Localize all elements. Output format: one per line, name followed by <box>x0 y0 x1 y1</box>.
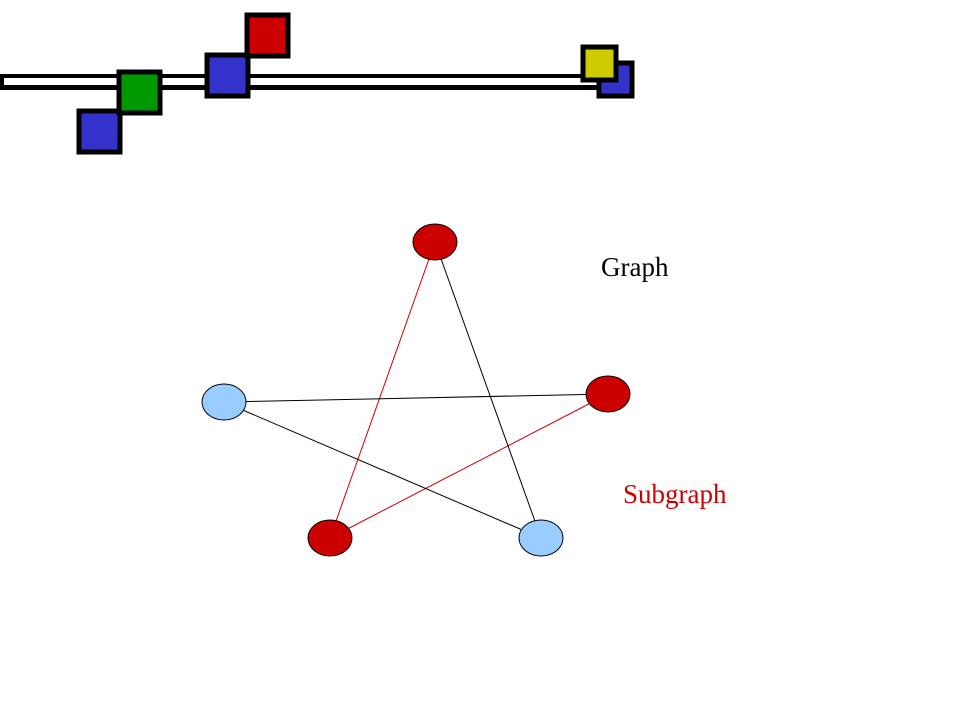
edge-bottom-left-to-right <box>329 393 609 539</box>
header-decoration <box>0 74 612 90</box>
subgraph-label: Subgraph <box>623 479 727 509</box>
header-square-green <box>116 69 163 116</box>
header-square-yellow <box>580 44 619 83</box>
edge-top-to-bottom-right <box>434 241 542 539</box>
node-left <box>201 383 247 421</box>
node-bottom-left <box>307 519 353 557</box>
graph-nodes <box>201 223 631 557</box>
header-double-line-gap <box>4 78 610 85</box>
header-square-red <box>244 12 291 59</box>
header-square-blue-2 <box>204 52 251 99</box>
edge-top-to-bottom-left <box>329 241 436 539</box>
header-squares <box>76 12 635 155</box>
node-top <box>412 223 458 261</box>
node-bottom-right <box>518 519 564 557</box>
node-right <box>585 375 631 413</box>
graph-edges <box>223 241 609 539</box>
header-square-blue-1 <box>76 108 123 155</box>
graph-label: Graph <box>601 252 669 282</box>
edge-left-to-bottom-right <box>223 401 542 539</box>
edge-left-to-right <box>223 393 609 403</box>
